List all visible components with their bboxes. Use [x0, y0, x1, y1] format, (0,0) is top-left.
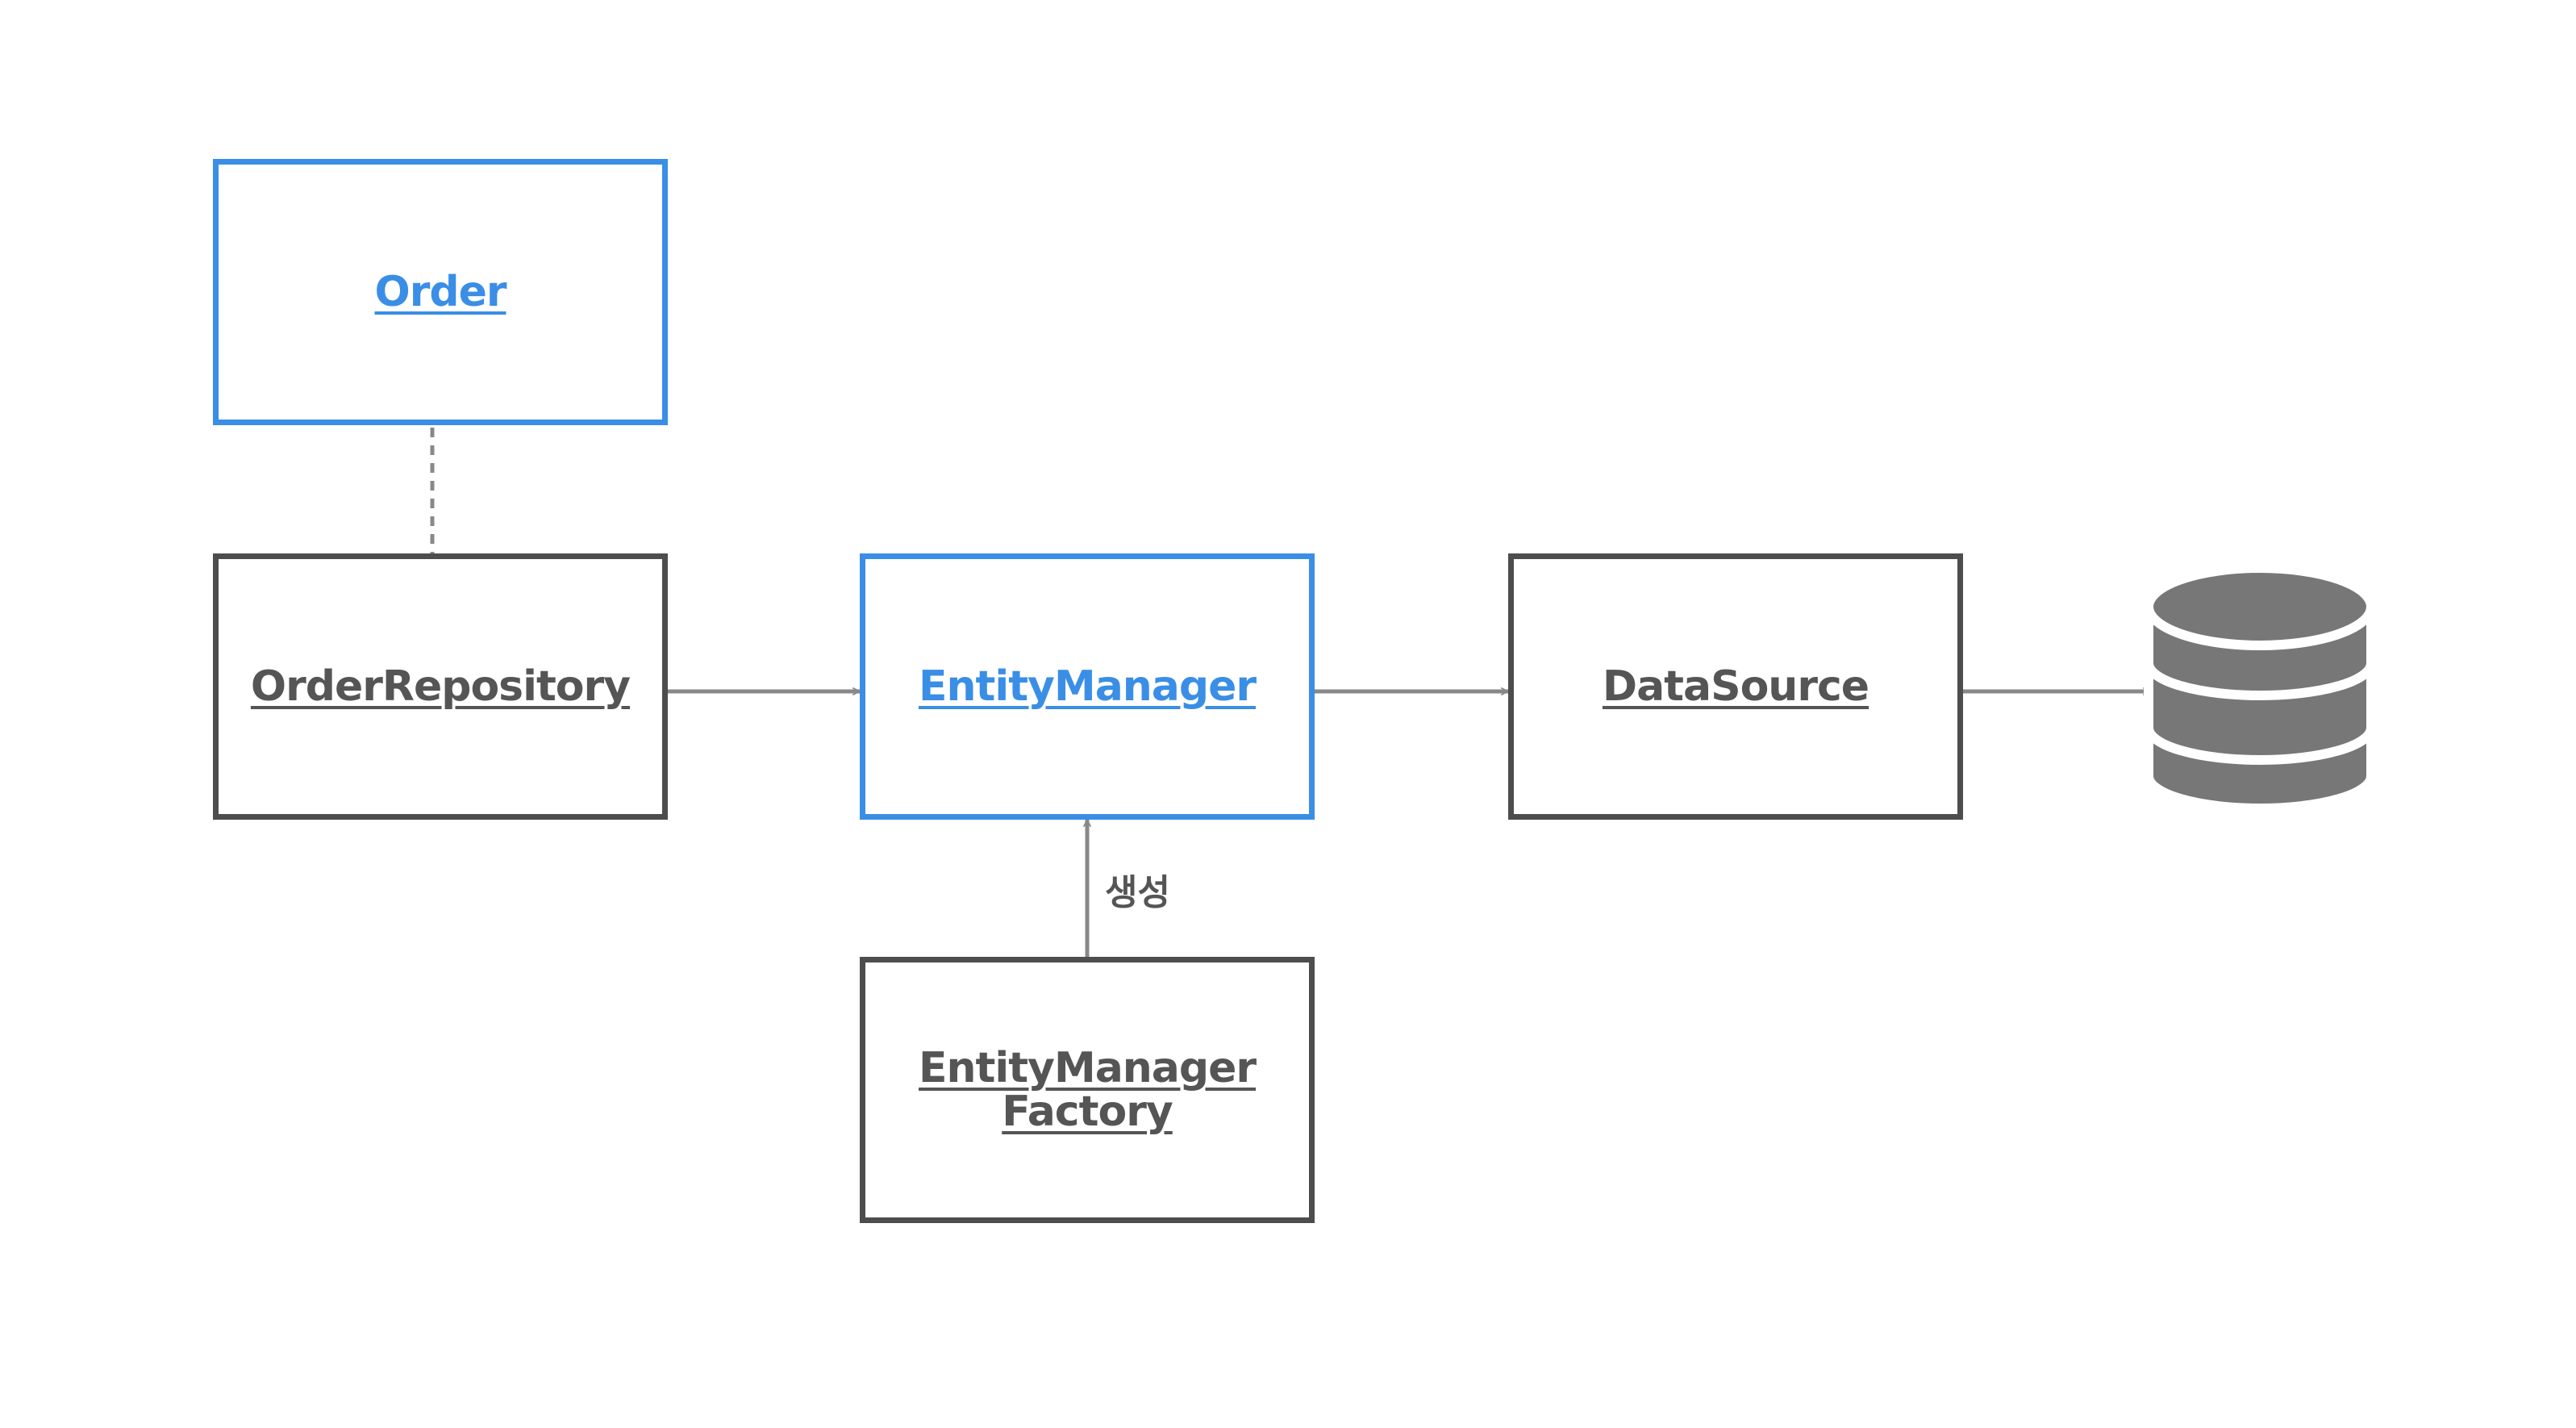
node-data-source-label: DataSource [1602, 662, 1869, 711]
node-order-repository[interactable]: OrderRepository [213, 553, 668, 820]
node-entity-manager-factory[interactable]: EntityManager Factory [860, 957, 1315, 1223]
node-order-repository-label: OrderRepository [250, 662, 631, 711]
edge-label-create: 생성 [1105, 872, 1170, 913]
node-order[interactable]: Order [213, 159, 668, 425]
factory-label-line1: EntityManager [918, 1044, 1257, 1092]
node-entity-manager-factory-label: EntityManager Factory [918, 1044, 1257, 1136]
node-entity-manager-label: EntityManager [918, 662, 1257, 711]
factory-label-line2: Factory [1002, 1088, 1173, 1136]
database-icon [2144, 563, 2376, 813]
node-order-label: Order [374, 268, 507, 316]
node-data-source[interactable]: DataSource [1508, 553, 1963, 820]
node-entity-manager[interactable]: EntityManager [860, 553, 1315, 820]
